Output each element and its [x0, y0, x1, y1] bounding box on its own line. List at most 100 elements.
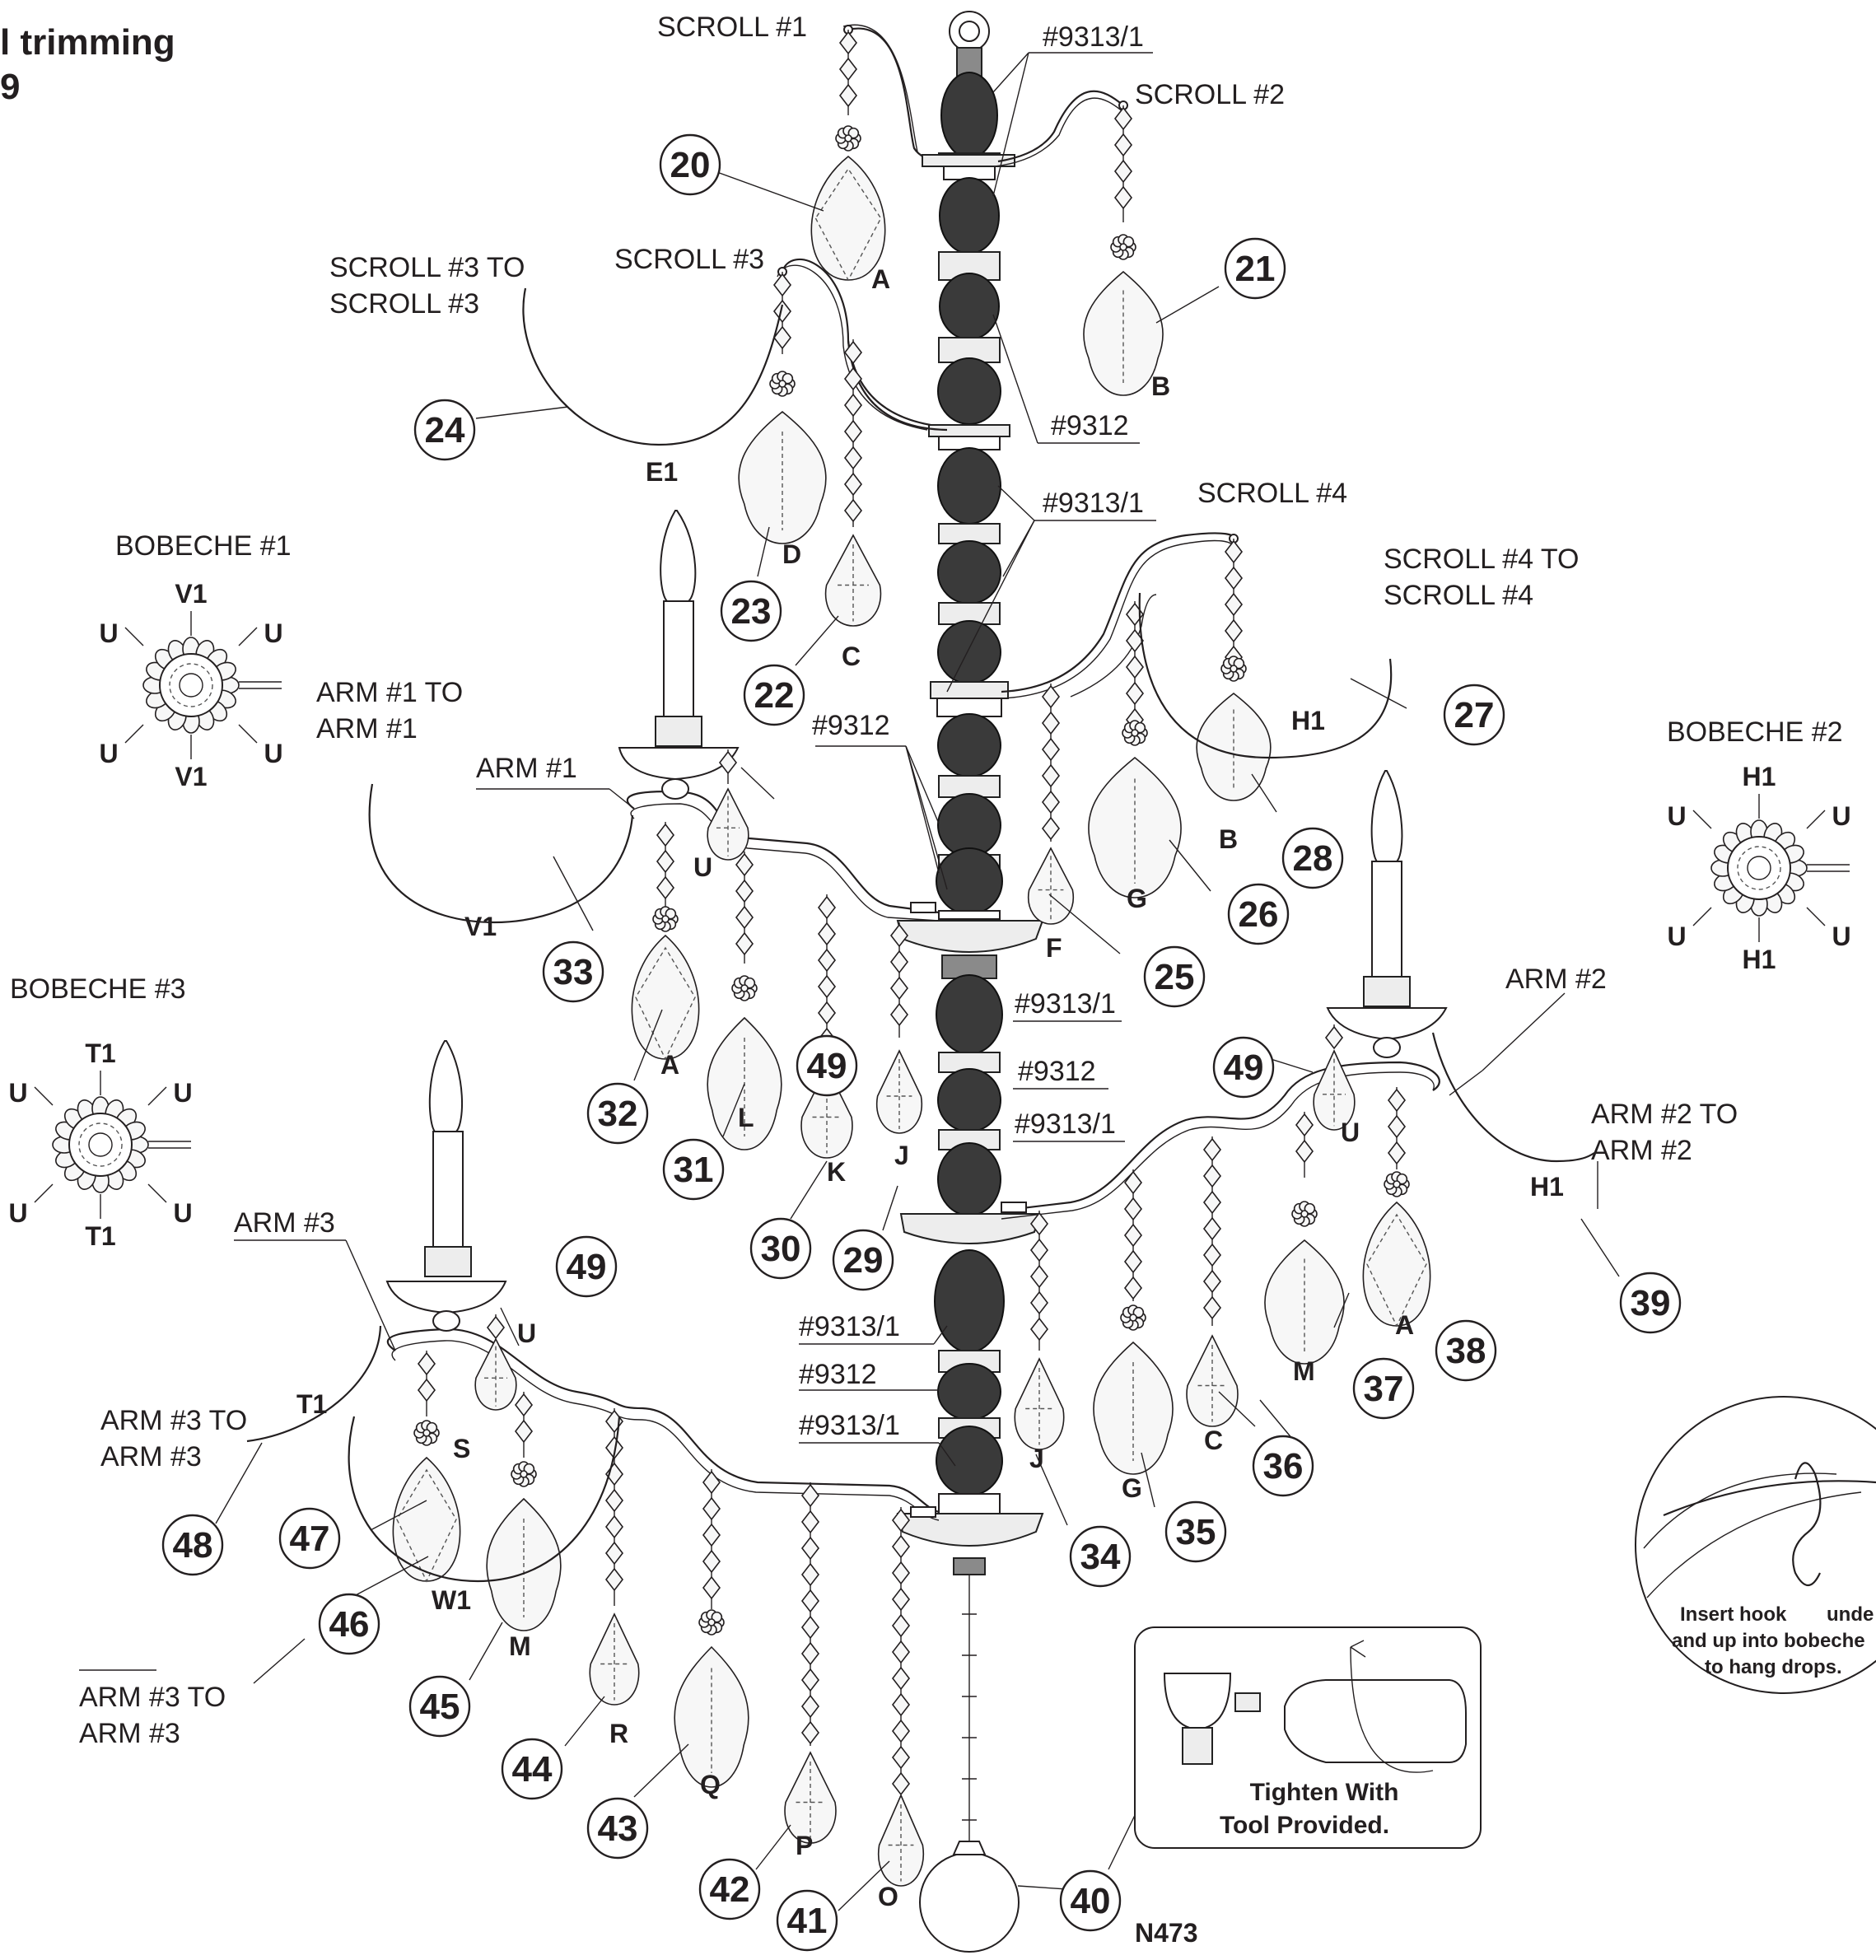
bobeche-lower-left-label: U [1667, 922, 1686, 951]
callout-number: 38 [1446, 1331, 1486, 1371]
callout-number: 48 [173, 1525, 213, 1566]
label-scroll-4: SCROLL #4 [1197, 478, 1347, 509]
callout-49: 49 [555, 1235, 618, 1298]
bobeche-upper-left-label: U [1667, 801, 1686, 831]
callout-number: 32 [598, 1094, 638, 1134]
bobeche-title: BOBECHE #2 [1667, 716, 1843, 748]
bobeche-lower-right-label: U [264, 739, 282, 768]
drop-letter-38: A [1395, 1310, 1414, 1340]
callout-26: 26 [1227, 883, 1290, 945]
drop-letter-h1b: H1 [1530, 1172, 1564, 1202]
crystal-drop [589, 1408, 640, 1706]
drop-letter-n473: N473 [1135, 1918, 1198, 1948]
callout-number: 46 [329, 1604, 370, 1645]
callout-37: 37 [1352, 1357, 1415, 1420]
label-arm-1-to-b: ARM #1 [316, 713, 418, 744]
crystal-drop [875, 922, 923, 1134]
callout-number: 31 [674, 1150, 714, 1190]
label-scroll-3: SCROLL #3 [614, 244, 764, 275]
hook-note-line2: and up into bobeche [1672, 1630, 1865, 1652]
callout-number: 49 [567, 1247, 607, 1287]
drop-letter-w1: W1 [432, 1585, 471, 1615]
callout-number: 28 [1293, 838, 1333, 879]
callout-47: 47 [278, 1507, 341, 1570]
callout-number: 21 [1235, 249, 1276, 289]
callout-number: 30 [761, 1229, 801, 1269]
bobeche-lower-right-label: U [173, 1198, 192, 1228]
drop-letter-30: K [827, 1157, 846, 1187]
crystal-drop [877, 1507, 925, 1887]
bobeche-top-label: T1 [85, 1038, 115, 1068]
label-scroll-1: SCROLL #1 [657, 12, 807, 43]
bobeche-bottom-label: V1 [175, 762, 207, 791]
callout-49: 49 [1212, 1036, 1275, 1099]
crystal-drop [800, 894, 853, 1159]
callout-29: 29 [832, 1229, 894, 1291]
crystal-drop [474, 1314, 517, 1411]
leader-lines [215, 52, 1620, 1911]
label-arm-2: ARM #2 [1505, 964, 1607, 995]
crystal-drop [824, 339, 882, 627]
central-column [896, 11, 1044, 1953]
label-scroll-3-to-a: SCROLL #3 TO [329, 252, 525, 283]
callout-39: 39 [1619, 1272, 1682, 1334]
scroll-4 [1001, 532, 1239, 699]
tool-instruction-box [1134, 1626, 1482, 1849]
callout-21: 21 [1224, 237, 1286, 300]
callout-44: 44 [501, 1738, 563, 1800]
callout-46: 46 [318, 1593, 380, 1655]
drop-letter-u3: U [517, 1318, 536, 1348]
crystal-drop [631, 822, 700, 1061]
drop-letter-32: A [660, 1050, 679, 1080]
crystal-drop [486, 1392, 562, 1631]
callout-number: 20 [670, 145, 711, 185]
part-label-10: #9313/1 [799, 1410, 900, 1441]
label-scroll-4-to-b: SCROLL #4 [1384, 580, 1533, 611]
callout-number: 22 [754, 675, 795, 716]
drop-letter-43: Q [700, 1770, 721, 1799]
callout-40: 40 [1059, 1869, 1122, 1932]
drop-letter-44: R [609, 1719, 628, 1748]
scroll-3 [777, 258, 948, 432]
bobeche-bottom-label: H1 [1743, 945, 1776, 974]
label-arm-2-to-a: ARM #2 TO [1591, 1099, 1738, 1130]
callout-number: 40 [1071, 1881, 1111, 1921]
crystal-drop [1362, 1087, 1431, 1328]
bobeche-lower-right-label: U [1832, 922, 1850, 951]
callout-number: 47 [290, 1519, 330, 1559]
bobeche-title: BOBECHE #3 [10, 973, 186, 1005]
hook-note-line3: to hang drops. [1705, 1656, 1842, 1678]
callout-number: 45 [420, 1687, 460, 1727]
hook-detail [1635, 1396, 1876, 1694]
callout-number: 36 [1263, 1446, 1304, 1486]
callout-28: 28 [1281, 827, 1344, 889]
label-arm-3-to2-b: ARM #3 [79, 1718, 180, 1749]
callout-22: 22 [743, 664, 805, 726]
drop-letter-21: B [1151, 371, 1170, 401]
drop-letter-37: M [1293, 1356, 1315, 1386]
callout-38: 38 [1435, 1319, 1497, 1382]
bobeche-lower-left-label: U [8, 1198, 27, 1228]
bobeche-lower-left-label: U [99, 739, 118, 768]
callout-number: 27 [1454, 695, 1495, 735]
bobeche-upper-right-label: U [1832, 801, 1850, 831]
part-label-7: #9313/1 [1015, 1108, 1116, 1140]
callout-30: 30 [749, 1217, 812, 1280]
scroll-1 [842, 24, 1015, 167]
part-label-5: #9313/1 [1015, 988, 1116, 1020]
crystal-drop [810, 30, 886, 282]
bobeche-top-label: H1 [1743, 762, 1776, 791]
drop-letter-45: M [509, 1631, 531, 1661]
label-arm-3: ARM #3 [234, 1207, 335, 1239]
callout-number: 33 [553, 952, 594, 992]
label-arm-3-to-a: ARM #3 TO [100, 1405, 247, 1436]
callout-number: 42 [710, 1869, 750, 1910]
part-label-8: #9313/1 [799, 1311, 900, 1342]
hook-detail-circle [1635, 1396, 1876, 1694]
bobeche-upper-left-label: U [99, 618, 118, 648]
crystal-drop [1027, 684, 1075, 925]
callout-number: 24 [425, 410, 465, 450]
callout-number: 35 [1176, 1512, 1216, 1552]
callout-49: 49 [796, 1034, 858, 1097]
